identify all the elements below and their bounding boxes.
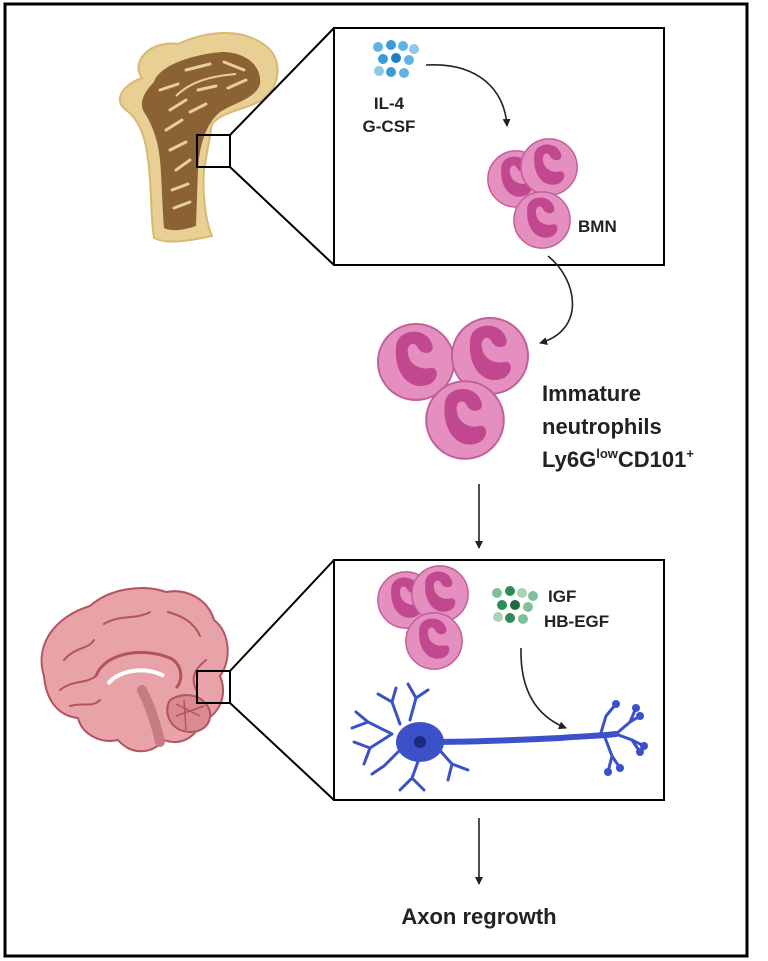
- femur-bone-icon: [119, 32, 279, 243]
- label-markers: Ly6GlowCD101+: [542, 446, 694, 472]
- brain-zoom-box: [196, 670, 231, 704]
- label-immature: Immature: [542, 381, 641, 406]
- label-axon-regrowth: Axon regrowth: [401, 904, 556, 929]
- neuron-terminal-dots: [604, 700, 648, 776]
- arrow-bmn-to-immature: [539, 255, 574, 345]
- neuron-icon: [350, 682, 646, 792]
- growth-factor-dots-icon: [492, 586, 538, 624]
- arrow-cytokine-to-bmn: [425, 64, 511, 127]
- marker-cd101: CD101: [618, 447, 686, 472]
- label-bmn: BMN: [578, 217, 617, 236]
- label-gcsf: G-CSF: [363, 117, 416, 136]
- neuron-soma: [396, 722, 444, 762]
- label-neutrophils: neutrophils: [542, 414, 662, 439]
- marker-ly6g-superscript: low: [596, 446, 619, 461]
- zoom-line-brain-top: [229, 559, 335, 672]
- bone-zoom-box: [196, 134, 231, 168]
- arrow-factors-to-axon: [520, 647, 567, 730]
- label-igf: IGF: [548, 587, 576, 606]
- label-hbegf: HB-EGF: [544, 612, 609, 631]
- marker-cd101-superscript: +: [686, 446, 694, 461]
- label-il4: IL-4: [374, 94, 405, 113]
- zoom-line-brain-bottom: [229, 702, 335, 801]
- zoom-line-top: [229, 27, 335, 136]
- zoom-line-bottom: [229, 166, 335, 266]
- marker-ly6g: Ly6G: [542, 447, 596, 472]
- cytokine-dots-icon: [373, 40, 419, 78]
- brain-sagittal-icon: [40, 587, 229, 753]
